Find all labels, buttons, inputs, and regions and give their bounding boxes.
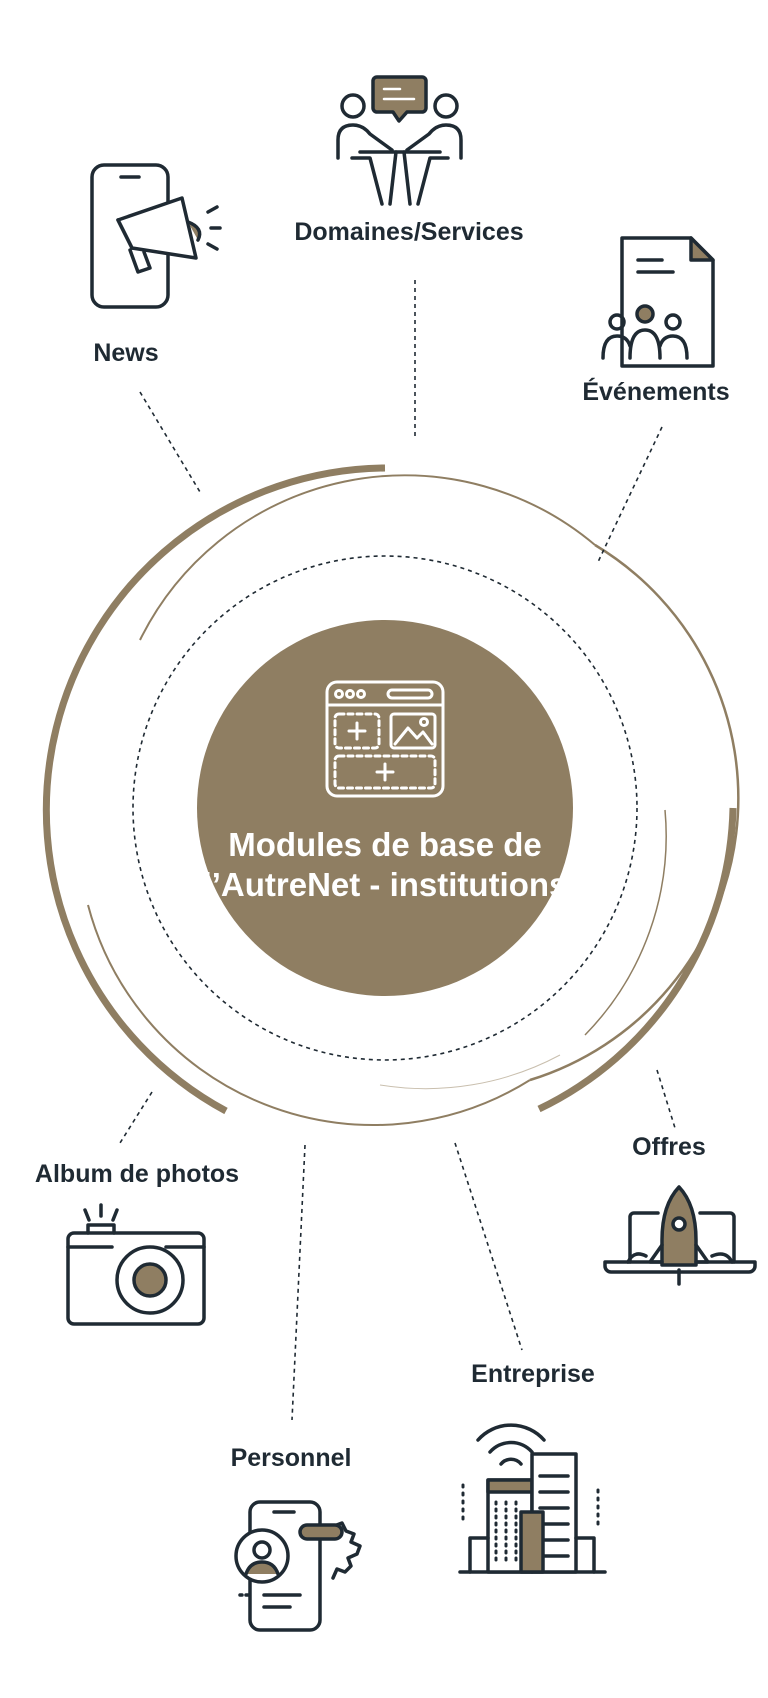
module-label-album-de-photos: Album de photos — [34, 1160, 240, 1188]
dotted-ring — [132, 555, 638, 1061]
center-title: Modules de base de l’AutreNet - institut… — [202, 826, 568, 903]
meeting-chat-icon — [336, 75, 463, 206]
module-label-domaines-services: Domaines/Services — [294, 218, 524, 246]
rocket-laptop-icon — [603, 1185, 757, 1286]
buildings-wifi-icon — [458, 1423, 607, 1574]
center-circle — [197, 620, 573, 996]
module-label-news: News — [93, 339, 159, 367]
inner-ring-arc-right — [584, 809, 667, 1036]
module-label-evenements: Événements — [582, 378, 730, 406]
module-label-personnel: Personnel — [230, 1444, 352, 1472]
connector-news — [139, 391, 201, 493]
connector-album — [119, 1091, 153, 1144]
connector-offres — [656, 1069, 676, 1129]
connector-personnel — [291, 1144, 306, 1421]
module-label-offres: Offres — [632, 1133, 706, 1161]
inner-ring-arc-bottom — [379, 1054, 561, 1090]
connector-evenements — [597, 426, 663, 563]
outer-ring-arc-right — [537, 807, 737, 1113]
phone-profile-gear-icon — [234, 1500, 362, 1632]
megaphone-phone-icon — [90, 163, 222, 309]
middle-ring-arc-2 — [529, 543, 740, 1082]
middle-ring-arc-1 — [139, 474, 596, 641]
web-modules-icon — [325, 680, 445, 798]
outer-ring-arc-left — [42, 464, 386, 1115]
middle-ring-arc-3 — [87, 904, 531, 1127]
connector-entreprise — [454, 1142, 523, 1351]
module-label-entreprise: Entreprise — [471, 1360, 595, 1388]
camera-icon — [66, 1203, 206, 1326]
document-people-icon — [601, 236, 715, 368]
